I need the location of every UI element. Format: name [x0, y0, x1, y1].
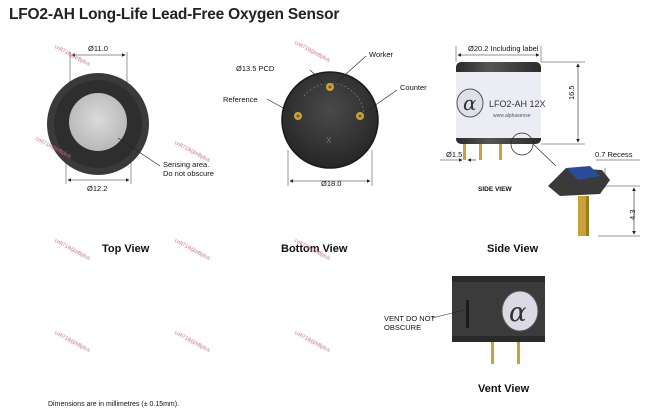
bottom-dim: Ø18.0 [321, 179, 342, 188]
sensor-url-label: www.alphasense [493, 113, 531, 119]
svg-text:α: α [463, 91, 477, 115]
bottom-view-caption: Bottom View [281, 243, 348, 255]
bottom-sensor-body [282, 72, 378, 168]
vent-note-2: OBSCURE [384, 323, 422, 332]
sensing-note-2: Do not obscure [163, 169, 214, 178]
recess-label: 0.7 Recess [595, 150, 633, 159]
page-title: LFO2-AH Long-Life Lead-Free Oxygen Senso… [9, 6, 340, 23]
dimensions-note: Dimensions are in millimetres (± 0.15mm)… [48, 401, 180, 408]
side-dim-top: Ø20.2 Including label [468, 44, 539, 53]
pcd-label: Ø13.5 PCD [236, 64, 275, 73]
bottom-view-drawing: X [266, 55, 398, 186]
vent-view-drawing: α [431, 276, 545, 364]
svg-text:X: X [326, 136, 332, 145]
worker-label: Worker [369, 50, 394, 59]
pin-diameter: Ø1.5 [446, 150, 463, 159]
sensing-note-1: Sensing area. [163, 160, 210, 169]
side-view-drawing: α [440, 46, 640, 237]
side-height: 16.5 [567, 85, 576, 100]
svg-text:α: α [509, 298, 527, 328]
counter-label: Counter [400, 83, 427, 92]
side-view-inner-title: SIDE VIEW [478, 186, 512, 193]
sensing-area [69, 93, 127, 151]
sensor-model-label: LFO2-AH 12X [489, 99, 546, 109]
vent-note-1: VENT DO NOT [384, 314, 436, 323]
side-view-caption: Side View [487, 243, 539, 255]
top-dim-outer: Ø12.2 [87, 184, 108, 193]
pin-length: 4.3 [628, 209, 637, 220]
top-view-drawing [47, 52, 161, 184]
top-dim-inner: Ø11.0 [88, 44, 108, 53]
reference-label: Reference [223, 95, 258, 104]
top-view-caption: Top View [102, 243, 150, 255]
vent-view-caption: Vent View [478, 383, 530, 395]
